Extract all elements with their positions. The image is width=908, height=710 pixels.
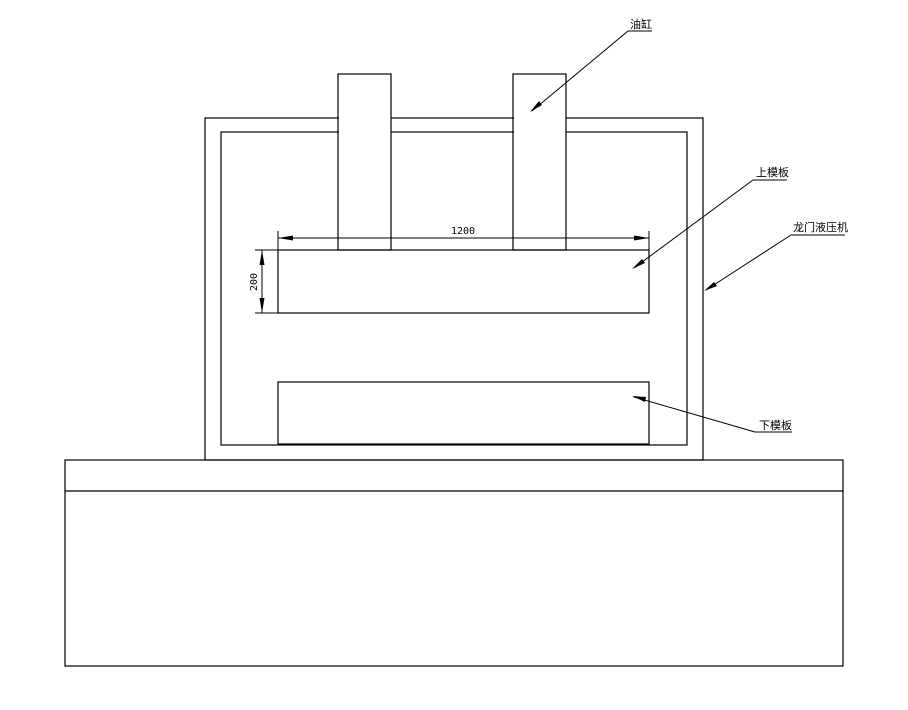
dimension-width-arrow-left [278, 235, 293, 241]
gantry-frame-inner [220, 131, 688, 446]
leader-lower-mold-line [633, 396, 756, 433]
leader-gantry-press: 龙门液压机 [704, 220, 848, 291]
dimension-height-text: 200 [249, 273, 260, 291]
leader-cylinder-line [531, 30, 629, 112]
dimension-height-arrow-top [259, 250, 265, 265]
cylinder-right-mask [514, 116, 566, 134]
label-gantry-press: 龙门液压机 [793, 220, 848, 234]
dimension-height: 200 [249, 249, 278, 314]
leader-upper-mold-arrow [632, 259, 645, 269]
leader-lower-mold-arrow [632, 396, 646, 402]
label-cylinder: 油缸 [630, 17, 652, 31]
base-table [64, 459, 844, 667]
leader-gantry-press-arrow [704, 282, 717, 291]
upper-mold-plate [277, 249, 650, 314]
label-upper-mold: 上模板 [756, 165, 789, 179]
leader-cylinder-arrow [530, 101, 542, 112]
leader-upper-mold: 上模板 [632, 165, 789, 269]
dimension-width-arrow-right [634, 235, 649, 241]
cylinders [337, 73, 567, 251]
leader-cylinder: 油缸 [530, 17, 652, 112]
dimension-width: 1200 [277, 226, 650, 250]
leader-gantry-press-line [705, 234, 792, 291]
leader-lower-mold: 下模板 [632, 396, 792, 433]
gantry-frame-outer [204, 117, 704, 461]
cylinder-left-mask [339, 116, 391, 134]
dimension-height-arrow-bottom [259, 298, 265, 313]
cylinder-right [512, 73, 567, 251]
dimension-width-text: 1200 [451, 226, 475, 237]
cylinder-left [337, 73, 392, 251]
leader-upper-mold-line [633, 179, 754, 269]
lower-mold-plate [277, 381, 650, 445]
gantry-frame [204, 117, 704, 461]
label-lower-mold: 下模板 [759, 418, 792, 432]
